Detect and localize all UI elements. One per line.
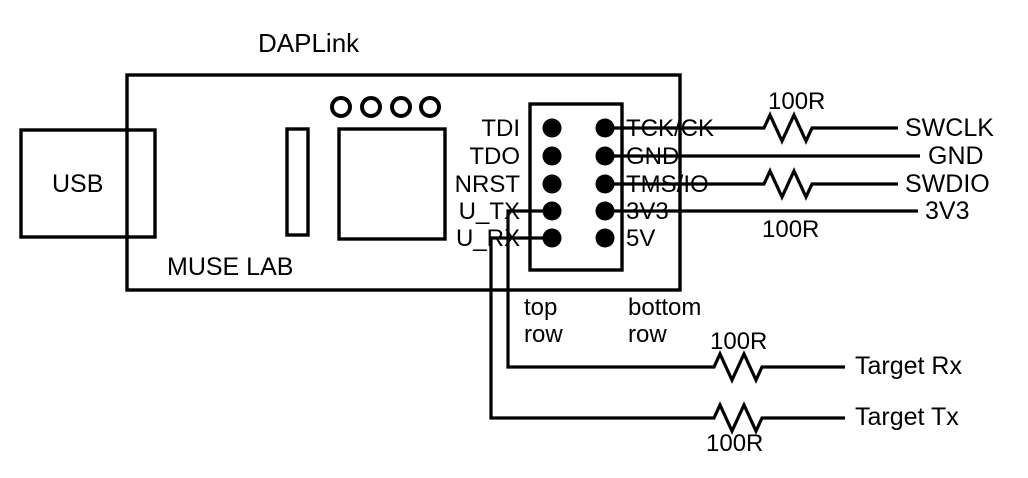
caption-bottom-row-line2: row	[628, 321, 667, 348]
pin-label-5v: 5V	[626, 225, 656, 252]
led-icon-3	[390, 96, 412, 118]
resistor-symbol-swclk	[758, 111, 818, 145]
pin-label-gnd: GND	[626, 143, 680, 170]
caption-top-row-line2: row	[524, 321, 563, 348]
pin-label-nrst: NRST	[454, 171, 520, 198]
pin-header-outline	[528, 102, 624, 272]
pin-label-tdo: TDO	[469, 143, 520, 170]
pin-label-tms-io: TMS/IO	[626, 171, 709, 198]
resistor-symbol-target-tx	[708, 401, 768, 435]
pin-dot-tdi	[542, 118, 562, 138]
net-label-gnd: GND	[928, 142, 984, 170]
crystal-component	[285, 127, 310, 237]
resistor-symbol-target-rx	[708, 350, 768, 384]
resistor-symbol-swdio	[758, 167, 818, 201]
net-label-swdio: SWDIO	[905, 170, 990, 198]
pin-dot-5v	[595, 228, 615, 248]
pin-dots-left-column	[542, 118, 562, 248]
pin-label-tck-ck: TCK/CK	[626, 115, 715, 142]
net-label-swclk: SWCLK	[905, 114, 994, 142]
resistor-value-swdio: 100R	[762, 216, 820, 243]
pin-dot-tdo	[542, 146, 562, 166]
net-label-target-rx: Target Rx	[855, 352, 962, 380]
page-title: DAPLink	[258, 28, 360, 58]
net-label-target-tx: Target Tx	[855, 403, 959, 431]
resistor-value-swclk: 100R	[768, 88, 826, 115]
caption-top-row-line1: top	[524, 294, 558, 321]
pin-dot-nrst	[542, 174, 562, 194]
led-icon-2	[360, 96, 382, 118]
board-brand-label: MUSE LAB	[167, 253, 294, 281]
resistor-value-target-rx: 100R	[710, 328, 768, 355]
wire-utx-route	[506, 209, 708, 369]
pin-label-utx: U_TX	[458, 198, 520, 225]
pin-label-urx: U_RX	[455, 225, 520, 252]
led-icon-1	[330, 96, 352, 118]
caption-bottom-row-line1: bottom	[628, 294, 702, 321]
resistor-value-target-tx: 100R	[706, 430, 764, 457]
led-icon-4	[419, 96, 441, 118]
pin-label-tdi: TDI	[481, 115, 520, 142]
pin-label-3v3: 3V3	[626, 198, 669, 225]
wire-urx-route	[489, 236, 708, 420]
usb-connector-box	[19, 128, 157, 239]
usb-label: USB	[52, 170, 104, 198]
mcu-chip	[337, 127, 447, 241]
net-label-3v3: 3V3	[925, 197, 970, 225]
led-indicator-group	[330, 96, 441, 118]
